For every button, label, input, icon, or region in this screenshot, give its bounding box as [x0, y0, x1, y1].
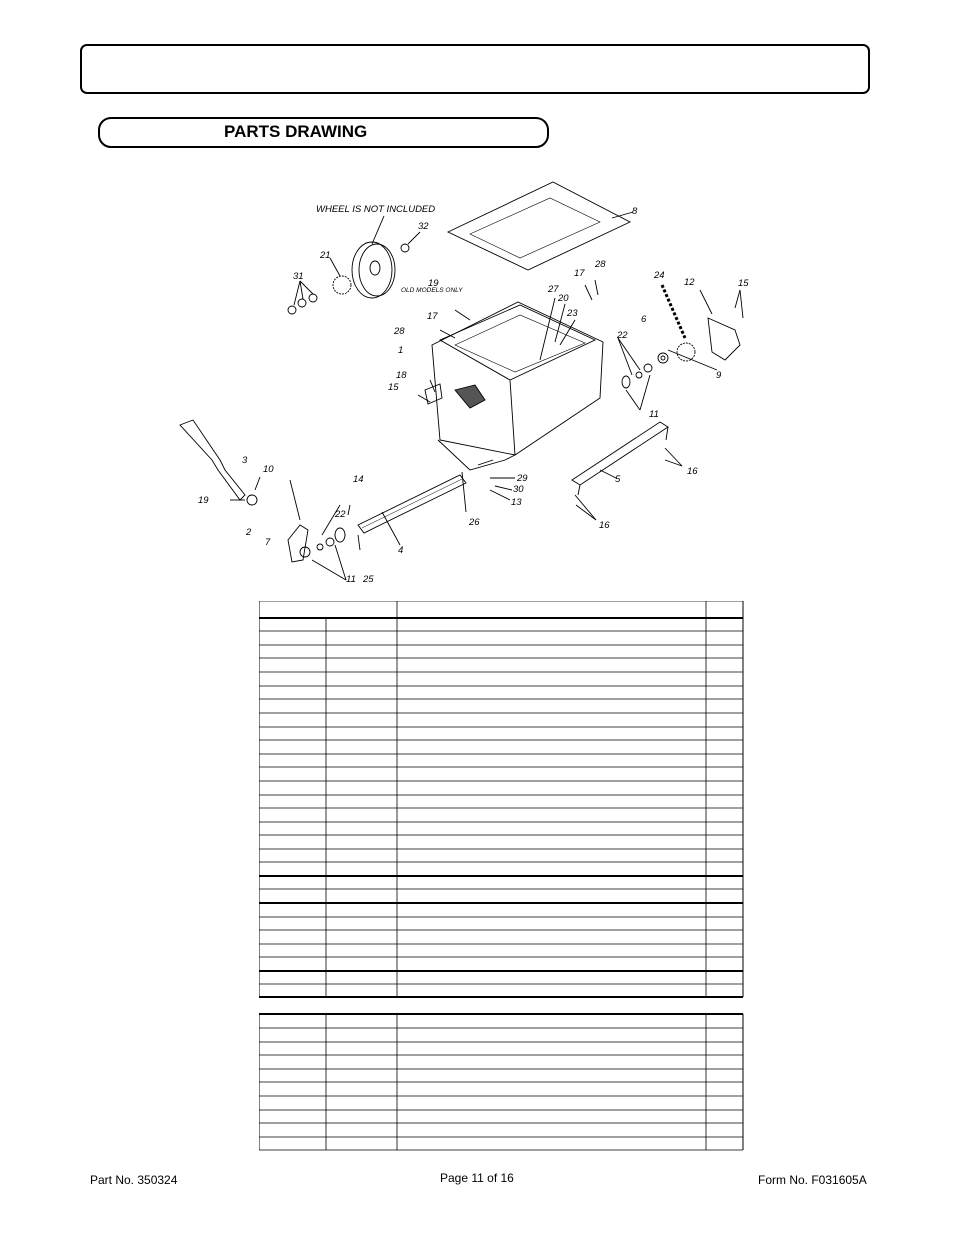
callout-19b: 19	[428, 278, 439, 289]
callout-32: 32	[418, 221, 429, 232]
callout-22a: 22	[616, 330, 628, 341]
callout-5: 5	[615, 474, 621, 485]
callout-23: 23	[566, 308, 578, 319]
callout-17a: 17	[427, 311, 438, 322]
callout-22b: 22	[334, 509, 346, 520]
callout-4: 4	[398, 545, 403, 556]
section-title: PARTS DRAWING	[224, 122, 368, 141]
callout-6: 6	[641, 314, 647, 325]
callout-9: 9	[716, 370, 722, 381]
chain-part	[660, 284, 687, 339]
callout-15a: 15	[388, 382, 399, 393]
callout-31: 31	[293, 271, 304, 282]
callout-17b: 17	[574, 268, 585, 279]
agitator-shaft	[357, 474, 467, 534]
callout-11a: 11	[649, 409, 659, 420]
callout-21: 21	[319, 250, 331, 261]
callout-28a: 28	[393, 326, 405, 337]
callout-16a: 16	[687, 466, 698, 477]
handle-part	[179, 419, 246, 501]
callout-13: 13	[511, 497, 522, 508]
callout-12: 12	[684, 277, 695, 288]
callout-7: 7	[265, 537, 271, 548]
parts-exploded-diagram: WHEEL IS NOT INCLUDED OLD MODELS ONLY 1 …	[179, 181, 749, 585]
form-number: Form No. F031605A	[758, 1173, 867, 1187]
callout-28b: 28	[594, 259, 606, 270]
callout-11b: 11	[346, 574, 356, 585]
callout-labels: 1 2 3 4 5 6 7 8 9 10 11 11 11 12 13 14 1…	[198, 206, 749, 585]
callout-20: 20	[557, 293, 569, 304]
sprocket-part	[332, 275, 352, 295]
callout-25: 25	[362, 574, 374, 585]
callout-16b: 16	[599, 520, 610, 531]
callout-14: 14	[353, 474, 364, 485]
callout-24: 24	[653, 270, 665, 281]
part-number: Part No. 350324	[90, 1173, 178, 1187]
callout-2: 2	[245, 527, 252, 538]
callout-19a: 19	[198, 495, 209, 506]
callout-27: 27	[547, 284, 559, 295]
old-models-note: OLD MODELS ONLY	[401, 287, 463, 294]
callout-8: 8	[632, 206, 638, 217]
callout-3: 3	[242, 455, 248, 466]
callout-1: 1	[398, 345, 403, 356]
parts-list-table	[259, 601, 744, 1151]
hopper-body	[431, 301, 604, 456]
sprocket-right	[676, 342, 696, 362]
wheel-part	[351, 241, 393, 299]
callout-18: 18	[396, 370, 407, 381]
lid-part	[446, 181, 632, 271]
callout-15b: 15	[738, 278, 749, 289]
callout-26: 26	[468, 517, 480, 528]
callout-29: 29	[516, 473, 528, 484]
wheel-note: WHEEL IS NOT INCLUDED	[316, 204, 435, 215]
bracket-part	[707, 317, 741, 361]
callout-30: 30	[513, 484, 524, 495]
page-number: Page 11 of 16	[440, 1171, 514, 1185]
callout-10: 10	[263, 464, 274, 475]
section-title-banner: PARTS DRAWING	[98, 117, 549, 148]
header-banner	[80, 44, 870, 94]
plate-part	[287, 524, 309, 563]
